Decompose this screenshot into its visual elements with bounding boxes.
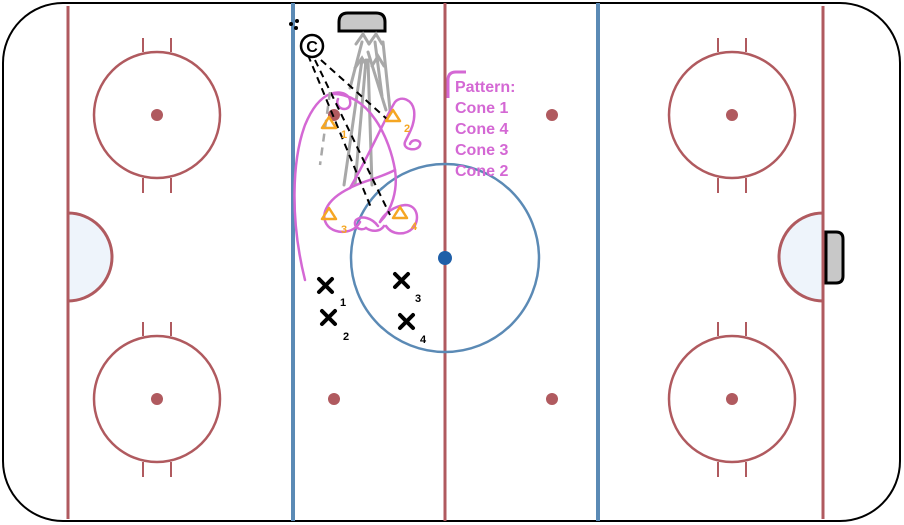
right-goal-net	[824, 230, 845, 285]
neutral-dot-bottom-right	[546, 393, 558, 405]
neutral-dot-bottom-left	[328, 393, 340, 405]
center-circle	[349, 162, 541, 354]
x-skater-icon	[393, 272, 410, 289]
x-skater-icon	[317, 277, 334, 294]
faceoff-circle-bottom-left	[92, 322, 222, 477]
legend-item: Cone 3	[455, 142, 508, 159]
drill-net	[337, 11, 387, 33]
player-label: 1	[340, 297, 346, 309]
legend-item: Cone 4	[455, 121, 508, 138]
left-goal-crease	[66, 211, 114, 303]
cone-2: 2	[384, 108, 410, 135]
faceoff-circle-top-left	[92, 38, 222, 193]
legend-item: Cone 1	[455, 100, 508, 117]
player-label: 3	[415, 293, 421, 305]
legend-item: Cone 2	[455, 163, 508, 180]
faceoff-circle-bottom-right	[667, 322, 797, 477]
coach-label: C	[306, 39, 318, 56]
pass-lines	[307, 51, 391, 216]
puck-dots-icon	[289, 19, 299, 30]
cone-label: 1	[341, 129, 347, 141]
shot-line	[318, 91, 332, 166]
cone-label: 4	[411, 221, 418, 233]
player-2: 2	[320, 309, 349, 343]
center-dot	[438, 251, 452, 265]
faceoff-circle-top-right	[667, 38, 797, 193]
player-label: 4	[420, 334, 427, 346]
cone-1: 1	[320, 115, 347, 141]
player-3: 3	[393, 272, 421, 305]
x-skater-icon	[320, 309, 337, 326]
triangle-cone-icon	[391, 205, 409, 220]
right-goal-crease	[777, 211, 825, 303]
cone-label: 3	[341, 224, 347, 236]
x-skater-icon	[398, 313, 415, 330]
legend-title: Pattern:	[455, 79, 515, 96]
triangle-cone-icon	[320, 115, 338, 130]
player-1: 1	[317, 277, 346, 309]
coach-circle-icon	[299, 33, 325, 59]
player-4: 4	[398, 313, 427, 346]
triangle-cone-icon	[320, 206, 338, 221]
triangle-cone-icon	[384, 108, 402, 123]
player-label: 2	[343, 331, 349, 343]
coach: C	[299, 33, 325, 59]
gray-route-arrows	[342, 31, 392, 187]
legend-bracket	[446, 70, 466, 98]
neutral-dot-top-right	[546, 109, 558, 121]
cone-3: 3	[320, 206, 347, 236]
pattern-legend: Pattern: Cone 1 Cone 4 Cone 3 Cone 2	[446, 70, 515, 180]
cone-4: 4	[391, 205, 418, 233]
cone-label: 2	[404, 123, 410, 135]
skating-paths	[293, 91, 422, 282]
